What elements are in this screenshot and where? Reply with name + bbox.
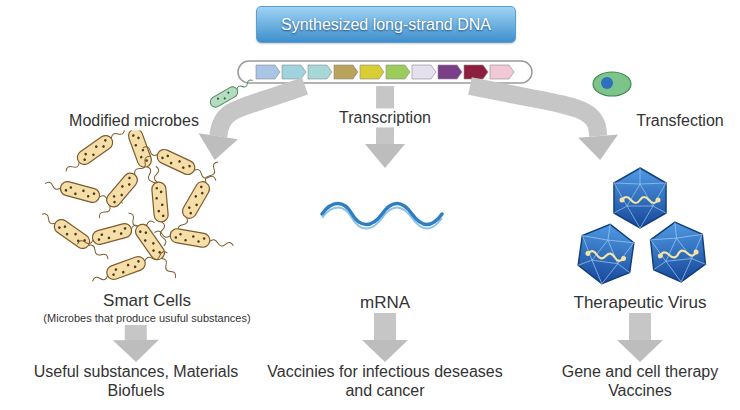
arrow-head <box>113 340 159 362</box>
stage-name: Smart Cells <box>103 291 191 311</box>
flow-arrow <box>199 86 305 160</box>
application-text: Useful substances, Materials Biofuels <box>24 362 249 400</box>
application-node: Useful substances, Materials Biofuels <box>20 362 253 400</box>
virus-particle <box>576 221 636 288</box>
gene-segment <box>438 65 462 79</box>
product-node: Therapeutic Virus <box>545 160 735 313</box>
arrow-shaft <box>629 313 651 340</box>
microbe <box>93 152 155 222</box>
gene-segment <box>360 65 384 79</box>
virus-particle <box>614 168 666 228</box>
product-node: mRNA <box>300 168 470 313</box>
step-label: Modified microbes <box>66 111 202 130</box>
gene-segment <box>412 65 436 79</box>
flow-arrow <box>113 325 159 362</box>
arrow-shaft <box>125 325 147 340</box>
step-label: Transcription <box>336 108 434 127</box>
product-node: Smart Cells(Microbes that produce usuful… <box>6 160 288 325</box>
gene-segments <box>256 65 514 79</box>
microbe <box>90 246 170 287</box>
gene-segment <box>464 65 488 79</box>
gene-segment <box>256 65 280 79</box>
arrow-head <box>362 340 408 362</box>
flow-arrow <box>470 86 618 160</box>
application-text: Gene and cell therapy Vaccines <box>555 362 725 400</box>
virus-particle <box>649 219 707 284</box>
application-node: Vaccinies for infectious deseases and ca… <box>240 362 530 400</box>
host-cell <box>593 72 631 96</box>
gene-segment <box>490 65 514 79</box>
title-box: Synthesized long-strand DNA <box>256 6 516 43</box>
application-text: Vaccinies for infectious deseases and ca… <box>254 362 516 400</box>
arrow-head <box>199 133 239 160</box>
step-label: Transfection <box>633 111 726 130</box>
arrow-shaft <box>470 86 598 136</box>
flow-arrow <box>617 313 663 362</box>
gene-segment <box>308 65 332 79</box>
arrow-shaft <box>218 86 305 136</box>
stage-name: mRNA <box>360 293 410 313</box>
arrow-head <box>365 144 405 168</box>
microbe <box>153 225 234 253</box>
microbe <box>172 158 224 234</box>
dna-node: Synthesized long-strand DNA <box>236 6 536 86</box>
gene-segment <box>282 65 306 79</box>
gene-segment <box>386 65 410 79</box>
stage-name: Therapeutic Virus <box>574 293 707 313</box>
flow-arrow <box>362 313 408 362</box>
microbe <box>140 140 218 186</box>
arrow-head <box>578 134 618 160</box>
application-node: Gene and cell therapy Vaccines <box>551 362 729 400</box>
plasmid-outline <box>238 61 532 83</box>
arrow-head <box>617 340 663 362</box>
gene-segment <box>334 65 358 79</box>
stage-note: (Microbes that produce usuful substances… <box>43 312 250 325</box>
mrna-strand <box>322 204 442 229</box>
arrow-shaft <box>374 313 396 340</box>
virus-group <box>576 168 707 287</box>
